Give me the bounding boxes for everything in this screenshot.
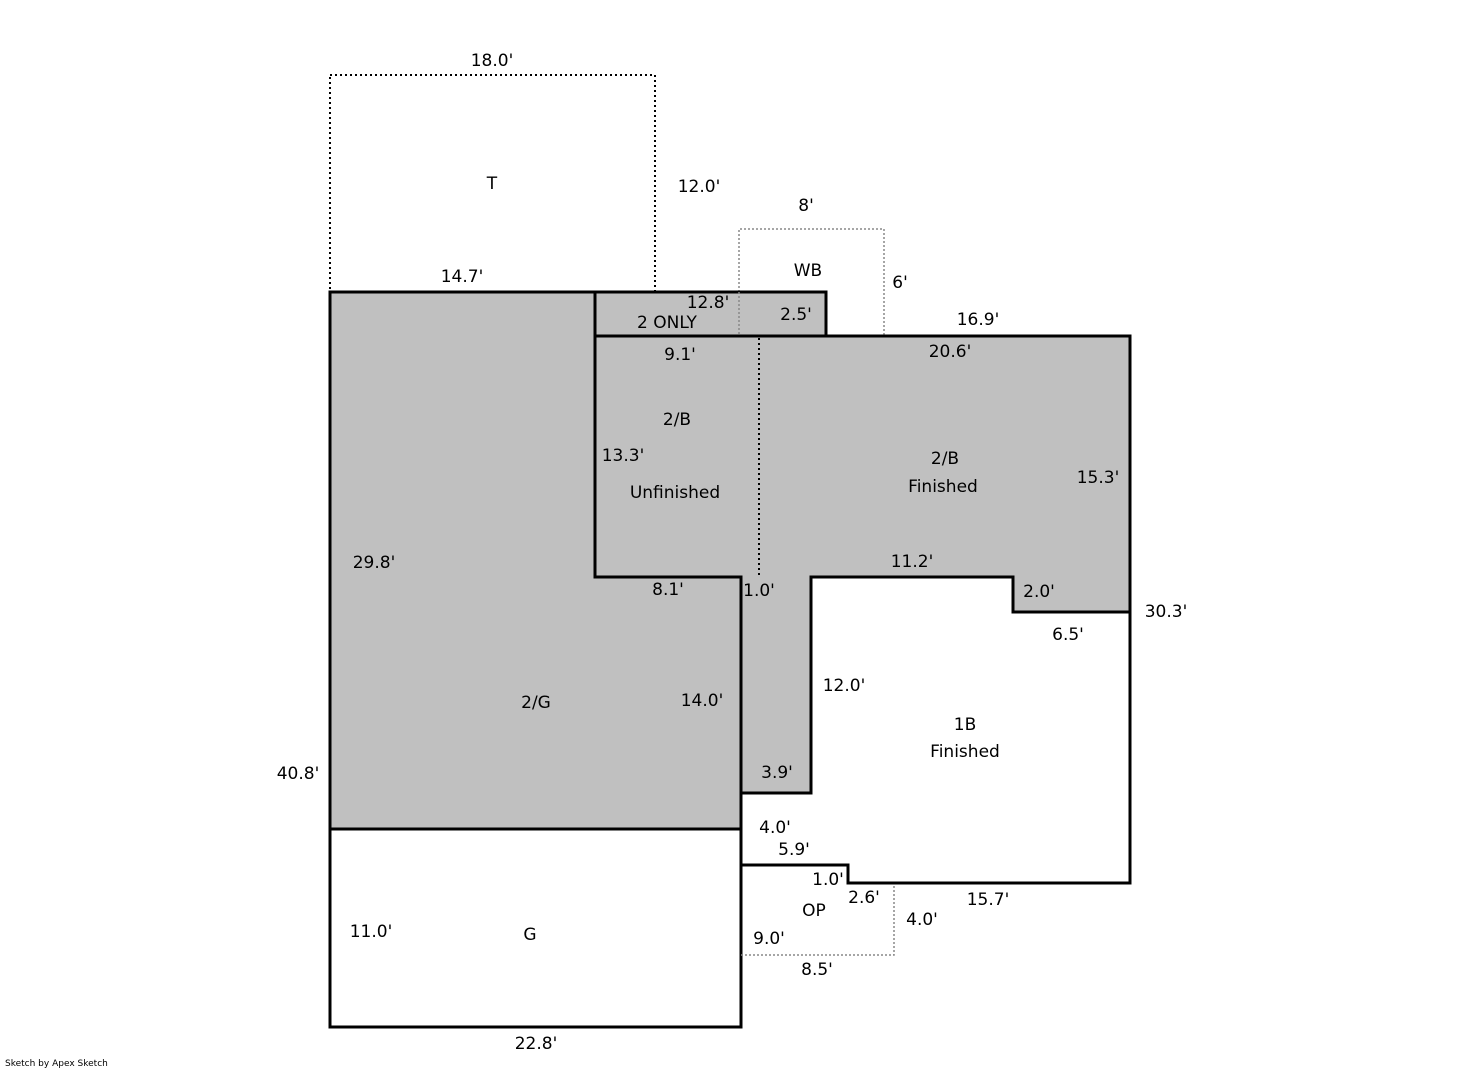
label-1b-code: 1B (954, 715, 976, 735)
dim-label: 14.7' (441, 267, 484, 287)
dim-label: 20.6' (929, 342, 972, 362)
dim-label: 15.7' (967, 890, 1010, 910)
label-2b-finished: Finished (908, 477, 978, 497)
dim-label: 4.0' (906, 910, 938, 930)
label-2b-unfinished: Unfinished (630, 483, 720, 503)
area-2-only (593, 290, 828, 338)
label-g: G (523, 925, 536, 945)
dim-label: 29.8' (353, 553, 396, 573)
dim-label: 15.3' (1077, 468, 1120, 488)
dim-label: 14.0' (681, 691, 724, 711)
dim-label: 6' (892, 273, 908, 293)
dim-label: 8.5' (801, 960, 833, 980)
label-2b-finished-code: 2/B (931, 449, 959, 469)
dim-label: 3.9' (761, 763, 793, 783)
area-t-outline (329, 74, 656, 293)
dim-label: 6.5' (1052, 625, 1084, 645)
dim-label: 1.0' (812, 870, 844, 890)
area-op-outline (741, 884, 895, 956)
dim-label: 16.9' (957, 310, 1000, 330)
label-t: T (486, 174, 498, 194)
dim-label: 1.0' (743, 581, 775, 601)
label-2-only: 2 ONLY (637, 313, 698, 333)
dim-label: 4.0' (759, 818, 791, 838)
dim-label: 5.9' (778, 840, 810, 860)
dim-label: 11.0' (350, 922, 393, 942)
dim-label: 12.8' (687, 293, 730, 313)
area-1b (739, 575, 1132, 885)
dim-label: 9.0' (753, 929, 785, 949)
label-2g: 2/G (521, 693, 551, 713)
dim-label: 12.0' (823, 676, 866, 696)
dim-label: 12.0' (678, 177, 721, 197)
dim-label: 2.0' (1023, 582, 1055, 602)
dim-label: 8.1' (652, 580, 684, 600)
dim-label: 18.0' (471, 51, 514, 71)
dim-label: 13.3' (602, 446, 645, 466)
area-wb-outline (738, 228, 885, 336)
dim-label: 8' (798, 196, 814, 216)
dim-label: 2.6' (848, 888, 880, 908)
dim-label: 40.8' (277, 764, 320, 784)
dim-label: 11.2' (891, 552, 934, 572)
label-1b-finished: Finished (930, 742, 1000, 762)
dim-label: 9.1' (664, 345, 696, 365)
dim-label: 2.5' (780, 305, 812, 325)
sketch-credit: Sketch by Apex Sketch (5, 1059, 108, 1069)
label-op: OP (802, 901, 826, 921)
dim-label: 22.8' (515, 1034, 558, 1054)
area-g (328, 827, 743, 1029)
dim-label: 30.3' (1145, 602, 1188, 622)
label-wb: WB (794, 261, 822, 281)
label-2b-unfinished-code: 2/B (663, 410, 691, 430)
